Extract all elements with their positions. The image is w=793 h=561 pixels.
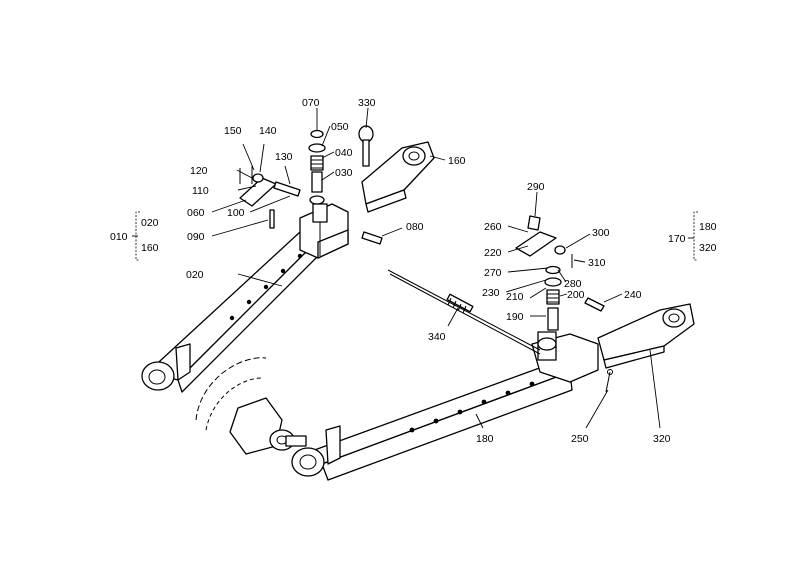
lower-link-right xyxy=(291,365,573,481)
callout-300: 300 xyxy=(592,227,610,239)
callout-090: 090 xyxy=(187,231,205,243)
lower-link-left xyxy=(141,231,321,393)
bracket-320 xyxy=(597,303,695,369)
callout-340: 340 xyxy=(428,331,446,343)
callout-160: 160 xyxy=(448,155,466,167)
callout-040: 040 xyxy=(335,147,353,159)
callout-100: 100 xyxy=(227,207,245,219)
callout-030: 030 xyxy=(335,167,353,179)
lever-right xyxy=(515,215,573,268)
callout-220: 220 xyxy=(484,247,502,259)
pin-330 xyxy=(358,125,374,167)
callout-060: 060 xyxy=(187,207,205,219)
leader-lines xyxy=(132,107,694,429)
group-bracket-170 xyxy=(693,211,698,261)
callout-110: 110 xyxy=(192,185,209,197)
lever-left xyxy=(239,166,301,229)
callout-120: 120 xyxy=(190,165,208,177)
callout-180: 180 xyxy=(476,433,494,445)
callout-140: 140 xyxy=(259,125,277,137)
callout-330: 330 xyxy=(358,97,376,109)
group-bracket-010 xyxy=(135,211,140,261)
callout-260: 260 xyxy=(484,221,502,233)
group-010-member-020: 020 xyxy=(141,217,159,229)
callout-070: 070 xyxy=(302,97,320,109)
bracket-160 xyxy=(361,141,435,213)
pin-080 xyxy=(361,231,383,245)
callout-290: 290 xyxy=(527,181,545,193)
callout-labels: 070 330 050 040 030 150 140 130 120 110 … xyxy=(110,97,717,445)
callout-200: 200 xyxy=(567,289,585,301)
callout-150: 150 xyxy=(224,125,242,137)
group-170-member-180: 180 xyxy=(699,221,717,233)
callout-320: 320 xyxy=(653,433,671,445)
callout-020: 020 xyxy=(186,269,204,281)
group-170-member-320: 320 xyxy=(699,242,717,254)
group-170-id: 170 xyxy=(668,233,686,245)
adjuster-stack-right xyxy=(544,265,562,331)
callout-250: 250 xyxy=(571,433,589,445)
callout-280: 280 xyxy=(564,278,582,290)
callout-210: 210 xyxy=(506,291,524,303)
callout-270: 270 xyxy=(484,267,502,279)
callout-190: 190 xyxy=(506,311,524,323)
callout-050: 050 xyxy=(331,121,349,133)
callout-130: 130 xyxy=(275,151,293,163)
tractor-hub xyxy=(195,357,307,455)
group-010-id: 010 xyxy=(110,231,128,243)
spring-rod-340 xyxy=(387,269,541,355)
callout-240: 240 xyxy=(624,289,642,301)
group-010-member-160: 160 xyxy=(141,242,159,254)
callout-230: 230 xyxy=(482,287,500,299)
callout-080: 080 xyxy=(406,221,424,233)
callout-310: 310 xyxy=(588,257,606,269)
pin-240 xyxy=(584,297,605,312)
adjuster-stack-left xyxy=(308,129,326,205)
right-link-head xyxy=(531,331,599,383)
pin-250 xyxy=(605,369,613,393)
left-link-head xyxy=(299,203,349,259)
